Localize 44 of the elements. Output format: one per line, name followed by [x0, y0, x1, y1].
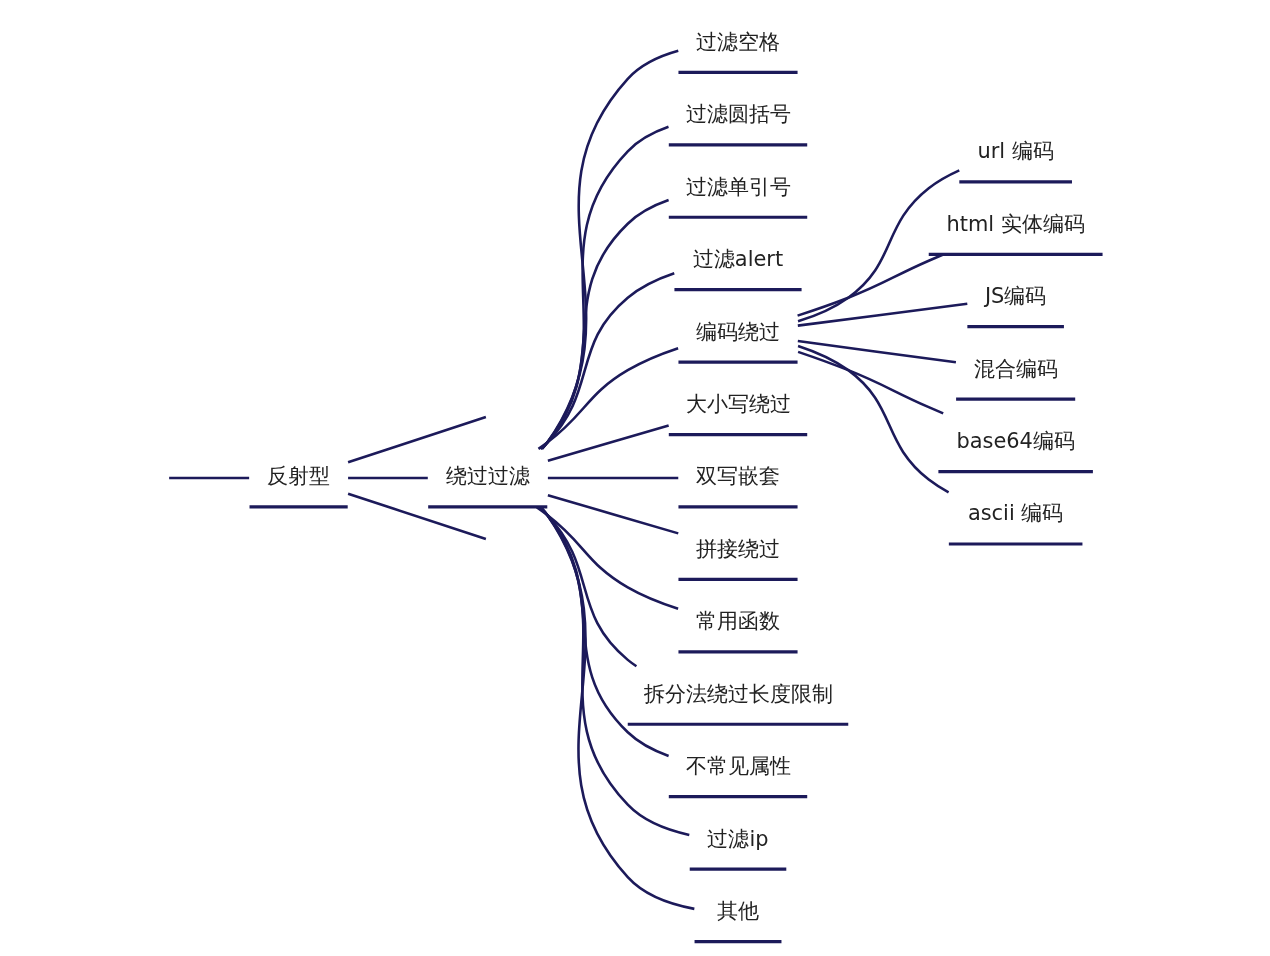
connector [547, 424, 669, 463]
node-text: 过滤alert [692, 247, 784, 272]
connector [547, 476, 679, 480]
connector [797, 344, 950, 494]
connector [797, 339, 957, 364]
connector [540, 198, 670, 450]
node-text: html 实体编码 [946, 211, 1085, 236]
node-text: 绕过过滤 [445, 464, 530, 489]
node-text: 过滤ip [707, 826, 769, 851]
node-text: 其他 [717, 899, 760, 924]
connector [541, 49, 679, 450]
connector [535, 506, 679, 610]
connector [547, 493, 679, 535]
node-text: JS编码 [984, 284, 1047, 309]
connector [539, 506, 690, 837]
connector [539, 506, 695, 911]
connector [537, 506, 638, 668]
connector [539, 272, 675, 450]
connector [537, 347, 679, 450]
connector [347, 492, 487, 541]
connector [348, 476, 428, 480]
node-text: 双写嵌套 [696, 464, 781, 489]
node-text: 大小写绕过 [685, 392, 791, 417]
connector [797, 169, 960, 323]
connector [797, 253, 944, 317]
node-text: 常用函数 [696, 609, 781, 634]
node-text: ascii 编码 [967, 501, 1064, 526]
connector [347, 415, 487, 464]
node-text: url 编码 [977, 139, 1054, 164]
connector [169, 476, 250, 480]
connector [797, 302, 968, 327]
node-text: 过滤单引号 [685, 174, 791, 199]
node-text: base64编码 [956, 429, 1075, 454]
node-text: 编码绕过 [696, 319, 781, 344]
connector [541, 125, 669, 450]
node-text: 拼接绕过 [696, 536, 781, 561]
node-text: 不常见属性 [685, 754, 791, 779]
connector [538, 506, 670, 758]
connector [797, 350, 944, 415]
node-text: 过滤圆括号 [685, 102, 791, 127]
node-text: 反射型 [267, 464, 331, 489]
node-text: 过滤空格 [696, 29, 781, 54]
node-text: 混合编码 [973, 356, 1058, 381]
node-text: 拆分法绕过长度限制 [643, 681, 833, 706]
